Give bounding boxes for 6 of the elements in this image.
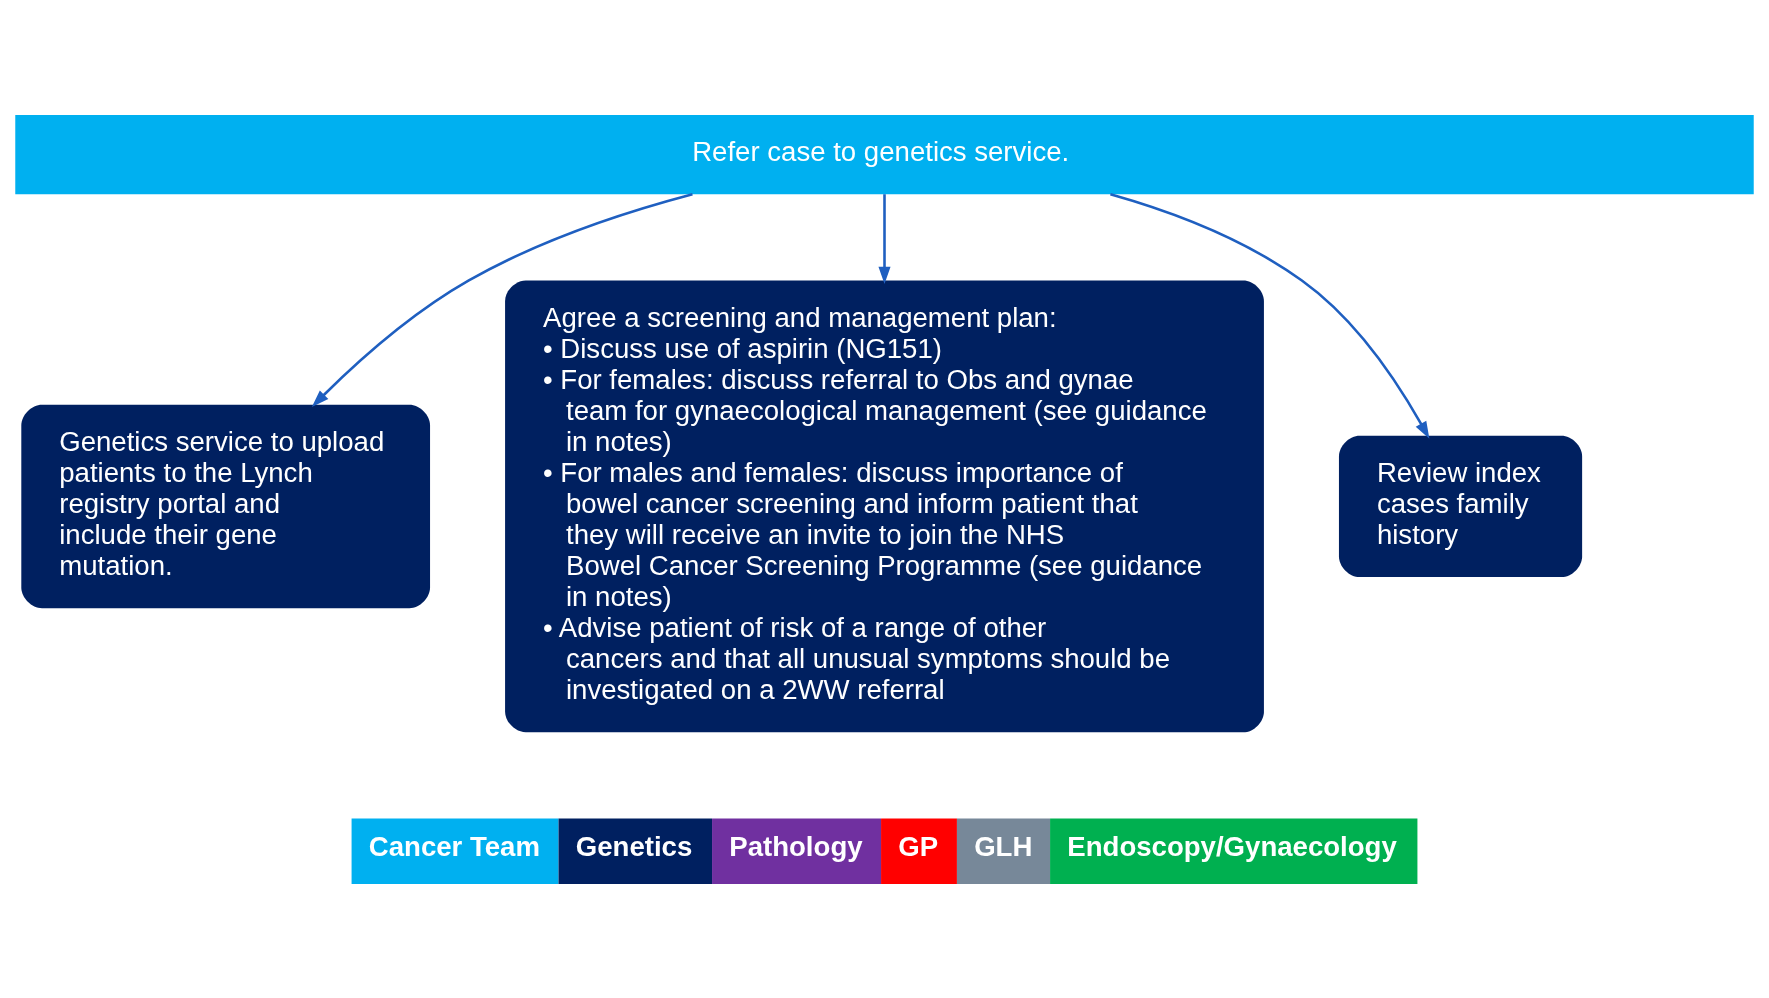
legend-label: Cancer Team: [368, 830, 540, 862]
legend-label: GP: [898, 830, 939, 862]
legend-label: Pathology: [729, 830, 863, 862]
legend-label: Endoscopy/Gynaecology: [1067, 830, 1397, 862]
legend-label: GLH: [974, 830, 1033, 862]
legend-label: Genetics: [575, 830, 693, 862]
